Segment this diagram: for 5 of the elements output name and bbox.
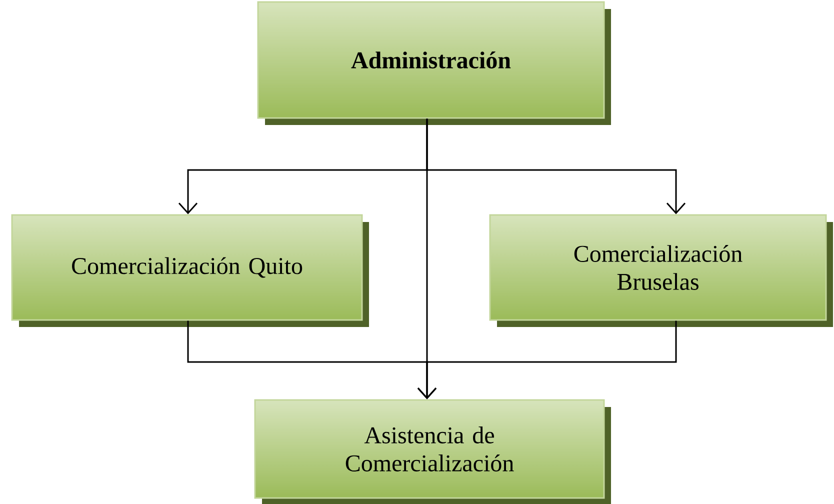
org-box: Administración <box>257 1 611 125</box>
org-box: Comercialización Bruselas <box>489 214 833 327</box>
org-box: Comercialización Quito <box>11 214 369 327</box>
connector-arrow <box>417 320 677 400</box>
org-box: Asistencia de Comercialización <box>254 399 611 504</box>
